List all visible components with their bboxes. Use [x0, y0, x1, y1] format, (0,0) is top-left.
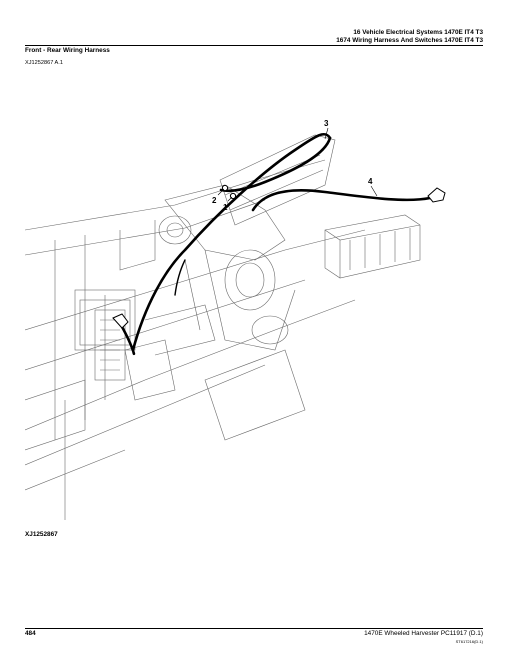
- battery-box: [324, 214, 421, 279]
- callout-2: 2: [212, 196, 217, 205]
- callout-1: 1: [223, 203, 228, 212]
- callout-3: 3: [324, 119, 329, 128]
- harness-branch: [174, 259, 186, 296]
- harness-connector-left: [112, 313, 129, 329]
- header-divider: [25, 45, 483, 46]
- rear-frame-section: [219, 134, 336, 226]
- machine-frame: [25, 159, 366, 520]
- callout-4: 4: [368, 177, 373, 186]
- harness-connector-right: [427, 187, 446, 203]
- leader-line-3: [324, 127, 329, 140]
- header-group-title: 1674 Wiring Harness And Switches 1470E I…: [336, 37, 483, 44]
- footer-document-code: ST617216(D.1): [455, 639, 483, 644]
- footer-document-info: 1470E Wheeled Harvester PC11917 (D.1): [364, 630, 483, 637]
- leader-line-4: [370, 185, 378, 197]
- leader-line-2: [217, 188, 225, 196]
- page-number: 484: [25, 630, 36, 637]
- leader-line-1: [227, 196, 233, 202]
- header-chapter-title: 16 Vehicle Electrical Systems 1470E IT4 …: [353, 29, 483, 36]
- harness-cable-3-return: [219, 136, 332, 193]
- footer-divider: [25, 628, 483, 629]
- wiring-harness-illustration: 3 4 2 1: [25, 119, 446, 520]
- section-title: Front - Rear Wiring Harness: [25, 47, 110, 54]
- connector-block: [94, 309, 126, 381]
- harness-cable-3: [119, 133, 332, 356]
- harness-cable-4: [251, 189, 432, 212]
- figure-caption-id: XJ1252867: [25, 531, 58, 538]
- figure-reference: XJ1252867 A.1: [25, 60, 63, 66]
